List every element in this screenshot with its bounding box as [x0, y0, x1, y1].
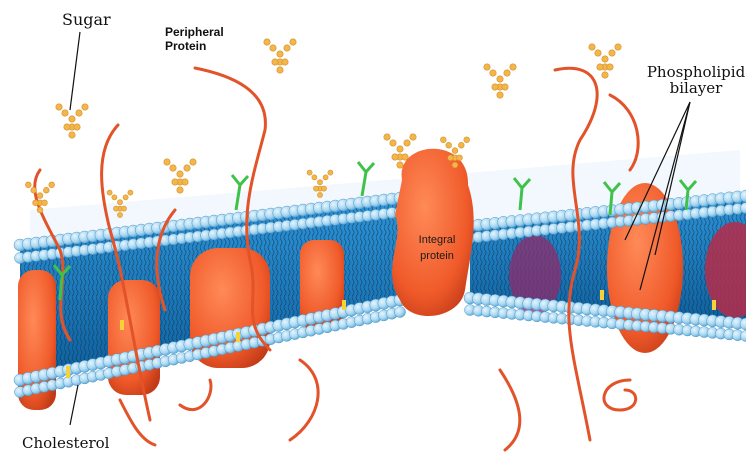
label-integral-line1: Integral	[412, 232, 462, 248]
sugar-bead	[452, 148, 458, 154]
sugar-bead	[457, 155, 463, 161]
sugar-bead	[82, 104, 88, 110]
sugar-bead	[504, 70, 510, 76]
sugar-bead	[184, 165, 190, 171]
sugar-bead	[172, 179, 178, 185]
sugar-bead	[497, 92, 503, 98]
sugar-bead	[117, 212, 122, 217]
sugar-bead	[410, 134, 416, 140]
label-peripheral-line1: Peripheral	[165, 25, 224, 39]
label-cholesterol: Cholesterol	[22, 434, 109, 452]
sugar-bead	[74, 124, 80, 130]
sugar-bead	[448, 155, 454, 161]
sugar-bead	[492, 84, 498, 90]
sugar-bead	[397, 162, 403, 168]
sugar-bead	[62, 110, 68, 116]
sugar-bead	[589, 44, 595, 50]
sugar-bead	[190, 159, 196, 165]
sugar-bead	[490, 70, 496, 76]
sugar-bead	[277, 51, 283, 57]
sugar-bead	[312, 175, 317, 180]
sugar-bead	[282, 59, 288, 65]
sugar-bead	[264, 39, 270, 45]
label-phospholipid-bilayer: Phospholipid bilayer	[646, 64, 746, 96]
sugar-bead	[384, 134, 390, 140]
sugar-bead	[37, 193, 43, 199]
sugar-bead	[123, 195, 128, 200]
sugar-bead	[56, 104, 62, 110]
label-integral-protein: Integral protein	[412, 232, 462, 264]
label-sugar: Sugar	[62, 10, 111, 29]
sugar-bead	[69, 132, 75, 138]
label-phospholipid-line2: bilayer	[646, 80, 746, 96]
sugar-bead	[64, 124, 70, 130]
sugar-bead	[323, 175, 328, 180]
sugar-bead	[43, 187, 49, 193]
sugar-bead	[484, 64, 490, 70]
label-integral-line2: protein	[412, 248, 462, 264]
sugar-bead	[177, 171, 183, 177]
sugar-bead	[458, 142, 464, 148]
sugar-bead	[452, 162, 458, 168]
sugar-bead	[277, 67, 283, 73]
sugar-bead	[602, 72, 608, 78]
sugar-bead	[170, 165, 176, 171]
sugar-bead	[597, 64, 603, 70]
lipid-head	[395, 307, 406, 318]
sugar-bead	[390, 140, 396, 146]
sugar-bead	[607, 64, 613, 70]
label-peripheral-protein: Peripheral Protein	[165, 25, 224, 53]
sugar-bead	[31, 187, 37, 193]
sugar-bead	[270, 45, 276, 51]
sugar-bead	[404, 140, 410, 146]
sugar-bead	[328, 170, 333, 175]
label-phospholipid-line1: Phospholipid	[646, 64, 746, 80]
sugar-bead	[272, 59, 278, 65]
sugar-bead	[42, 200, 48, 206]
sugar-bead	[440, 137, 446, 143]
sugar-bead	[177, 187, 183, 193]
sugar-bead	[37, 207, 43, 213]
sugar-bead	[502, 84, 508, 90]
sugar-bead	[317, 180, 322, 185]
sugar-bead	[307, 170, 312, 175]
sugar-bead	[112, 195, 117, 200]
sugar-bead	[49, 182, 55, 188]
sugar-bead	[497, 76, 503, 82]
sugar-bead	[609, 50, 615, 56]
sugar-bead	[117, 200, 122, 205]
sugar-bead	[182, 179, 188, 185]
sugar-bead	[317, 192, 322, 197]
sugar-bead	[602, 56, 608, 62]
sugar-bead	[284, 45, 290, 51]
sugar-bead	[510, 64, 516, 70]
sugar-bead	[321, 186, 326, 191]
sugar-bead	[121, 206, 126, 211]
sugar-bead	[76, 110, 82, 116]
sugar-bead	[164, 159, 170, 165]
sugar-bead	[402, 154, 408, 160]
sugar-bead	[290, 39, 296, 45]
sugar-bead	[313, 186, 318, 191]
sugar-bead	[107, 190, 112, 195]
sugar-bead	[595, 50, 601, 56]
sugar-bead	[464, 137, 470, 143]
sugar-bead	[25, 182, 31, 188]
sugar-bead	[33, 200, 39, 206]
sugar-bead	[446, 142, 452, 148]
sugar-bead	[615, 44, 621, 50]
sugar-bead	[113, 206, 118, 211]
sugar-bead	[69, 116, 75, 122]
label-peripheral-line2: Protein	[165, 39, 224, 53]
sugar-bead	[397, 146, 403, 152]
sugar-bead	[392, 154, 398, 160]
sugar-bead	[128, 190, 133, 195]
